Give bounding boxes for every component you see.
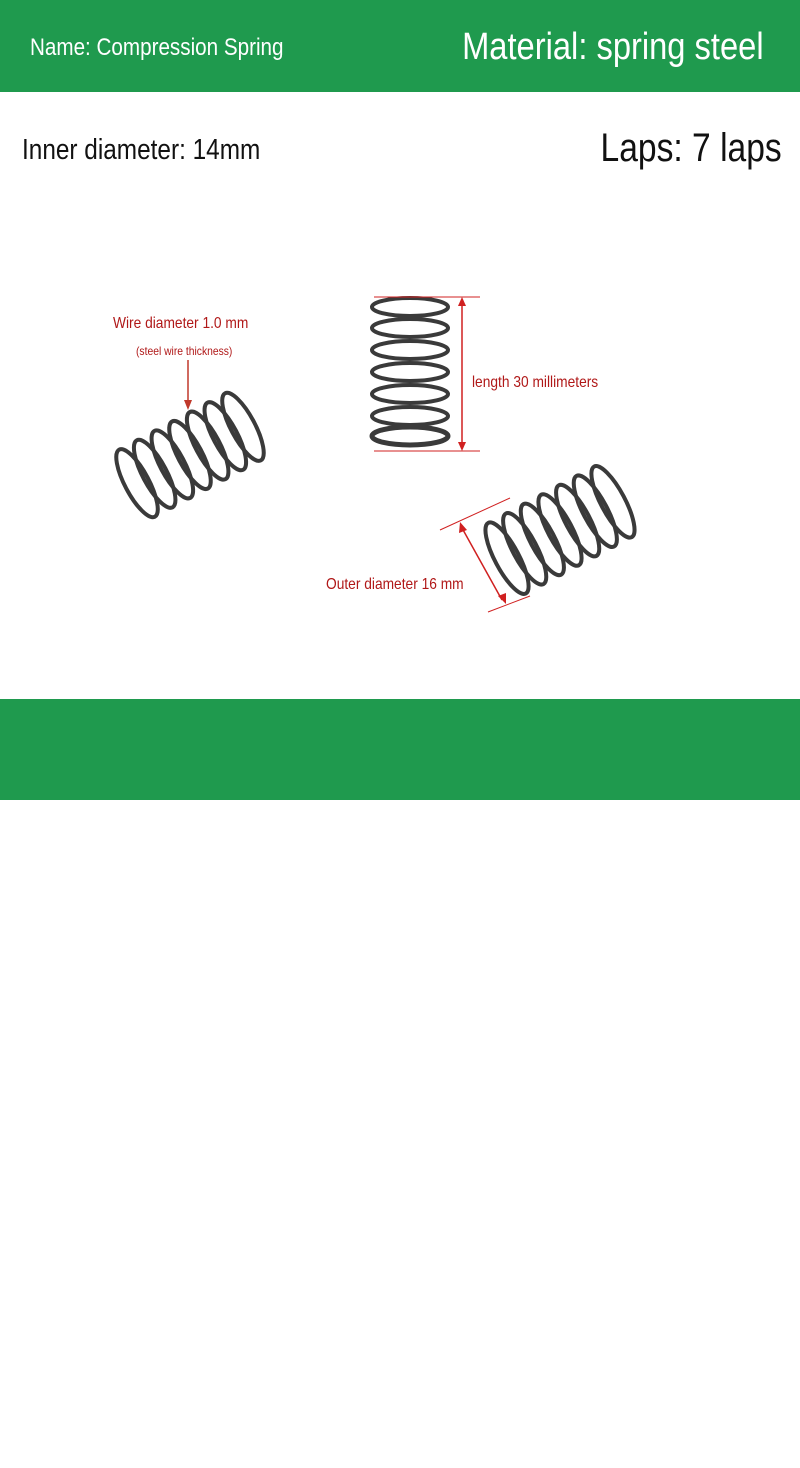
- left-spring-coil: [114, 447, 160, 520]
- spring-illustration: [114, 296, 637, 613]
- outer-diameter-annotation: Outer diameter 16 mm: [326, 576, 464, 593]
- right-spring-coil: [483, 520, 531, 596]
- right-spring-coil: [518, 501, 566, 578]
- middle-spring-coil: [370, 405, 450, 427]
- spec-summary-label: Wire diameter 1.0mm*Outer diameter 16mm*…: [32, 1429, 744, 1467]
- middle-spring-coil: [370, 339, 450, 361]
- material-label: Material: spring steel: [462, 26, 764, 68]
- laps-label: Laps: 7 laps: [600, 126, 782, 170]
- right-spring-coil: [536, 492, 584, 568]
- inner-diameter-label: Inner diameter: 14mm: [22, 134, 261, 166]
- left-spring-coil: [220, 390, 266, 463]
- right-spring-coil: [554, 482, 602, 559]
- middle-spring-image: [369, 296, 451, 448]
- left-spring-image: [114, 390, 266, 520]
- left-spring-coil: [184, 409, 231, 482]
- right-spring-image: [483, 464, 637, 596]
- right-spring-coil: [501, 511, 549, 587]
- middle-spring-coil: [370, 383, 450, 405]
- length-annotation: length 30 millimeters: [472, 374, 599, 391]
- outer-diameter-dimension-lines: [439, 497, 531, 613]
- middle-spring-coil: [369, 424, 451, 448]
- right-spring-coil: [571, 473, 619, 549]
- bottom-banner: Wire diameter 1.0mm*Outer diameter 16mm*…: [0, 699, 800, 1467]
- middle-spring-coil: [370, 361, 450, 383]
- length-dimension-lines: [374, 296, 480, 452]
- left-spring-coil: [202, 400, 249, 473]
- top-banner: Name: Compression Spring Material: sprin…: [0, 0, 800, 92]
- product-name-label: Name: Compression Spring: [30, 34, 284, 61]
- wire-diameter-annotation: Wire diameter 1.0 mm: [113, 315, 249, 332]
- wire-diameter-arrow: [184, 360, 192, 410]
- left-spring-coil: [149, 428, 196, 501]
- left-spring-coil: [131, 437, 178, 510]
- middle-spring-coil: [370, 296, 450, 318]
- left-spring-coil: [167, 418, 213, 492]
- right-spring-coil: [589, 464, 637, 540]
- wire-thickness-note: (steel wire thickness): [136, 344, 233, 358]
- middle-spring-coil: [370, 317, 450, 339]
